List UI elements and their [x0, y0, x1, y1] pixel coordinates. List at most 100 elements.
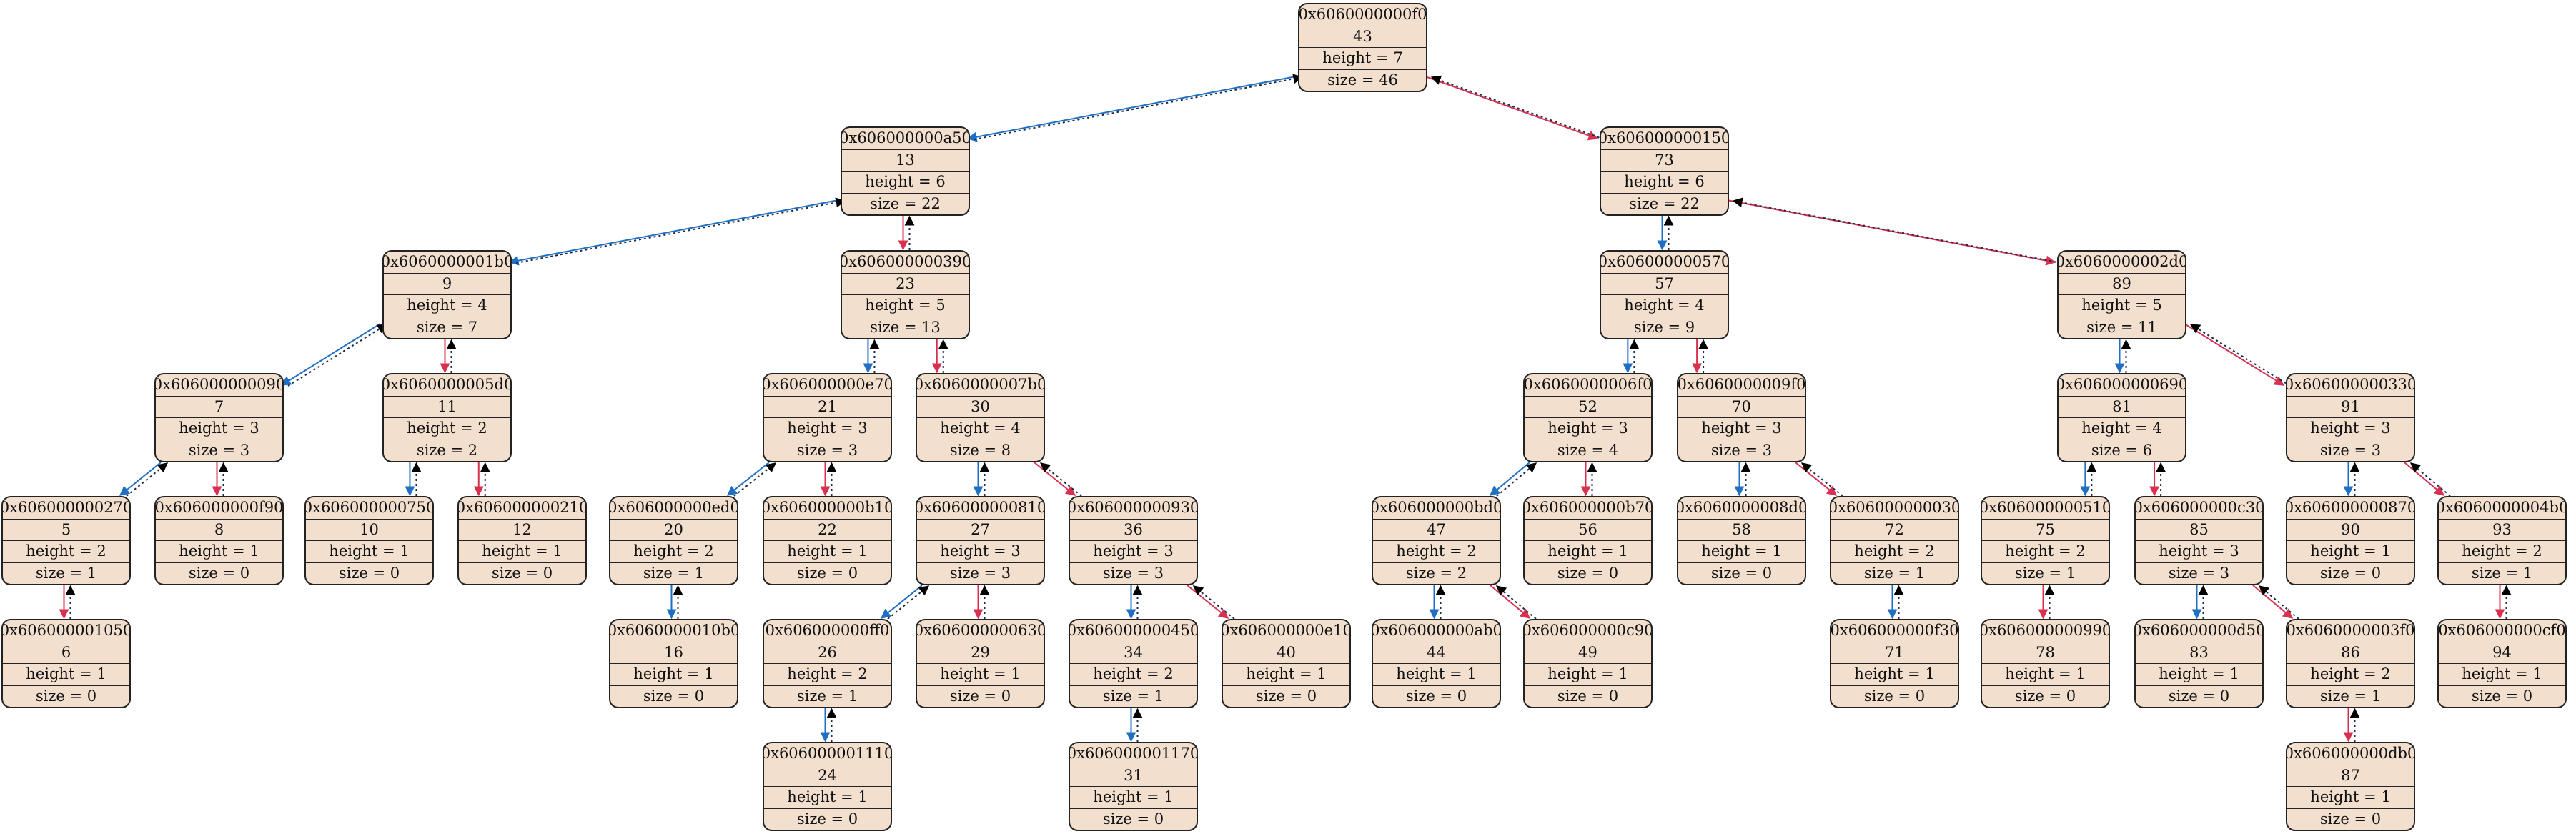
- node-height: height = 1: [1373, 663, 1500, 685]
- node-addr: 0x606000000ff0: [765, 622, 890, 640]
- parent-edge: [2258, 585, 2299, 620]
- node-key: 34: [1070, 641, 1197, 664]
- node-key: 72: [1831, 518, 1958, 541]
- node-addr: 0x606000000b70: [1523, 499, 1653, 517]
- node-addr: 0x606000000330: [2286, 376, 2415, 394]
- child-edge-right: [2184, 323, 2285, 386]
- node-addr: 0x606000000cf0: [2438, 622, 2566, 640]
- node-size: size = 22: [1601, 192, 1728, 215]
- node-addr: 0x606000000a50: [841, 129, 970, 147]
- node-key: 93: [2439, 518, 2565, 541]
- node-height: height = 2: [384, 417, 510, 440]
- node-height: height = 4: [1601, 294, 1728, 317]
- node-addr: 0x606000000510: [1981, 499, 2110, 517]
- node-key: 36: [1070, 518, 1197, 541]
- node-addr: 0x6060000001b0: [382, 253, 512, 271]
- node-addr: 0x606000000990: [1981, 622, 2110, 640]
- node-height: height = 2: [1982, 540, 2109, 562]
- node-height: height = 5: [842, 294, 969, 317]
- node-key: 11: [384, 395, 510, 418]
- node-key: 71: [1831, 641, 1958, 664]
- node-size: size = 0: [1678, 562, 1805, 585]
- node-key: 24: [764, 764, 891, 787]
- node-size: size = 1: [1982, 562, 2109, 585]
- node-size: size = 2: [384, 439, 510, 462]
- child-edge-left: [508, 199, 839, 266]
- node-height: height = 3: [156, 417, 282, 440]
- node-key: 10: [306, 518, 432, 541]
- node-height: height = 1: [1223, 663, 1349, 685]
- node-size: size = 1: [2287, 685, 2414, 708]
- node-addr: 0x6060000000f0: [1298, 6, 1427, 24]
- node-height: height = 1: [459, 540, 585, 562]
- node-addr: 0x606000000210: [457, 499, 587, 517]
- node-key: 31: [1070, 764, 1197, 787]
- node-height: height = 1: [1982, 663, 2109, 685]
- parent-edge: [1800, 462, 1843, 497]
- node-key: 57: [1601, 272, 1728, 295]
- node-addr: 0x606000000630: [916, 622, 1045, 640]
- node-height: height = 1: [917, 663, 1044, 685]
- node-size: size = 6: [2059, 439, 2185, 462]
- node-addr: 0x6060000003f0: [2286, 622, 2415, 640]
- node-height: height = 1: [2439, 663, 2565, 685]
- node-size: size = 0: [1831, 685, 1958, 708]
- node-addr: 0x606000001110: [763, 745, 892, 763]
- node-addr: 0x6060000008d0: [1677, 499, 1806, 517]
- node-key: 7: [156, 395, 282, 418]
- node-key: 78: [1982, 641, 2109, 664]
- child-edge-right: [2252, 585, 2294, 619]
- node-height: height = 1: [764, 786, 891, 808]
- node-addr: 0x606000000d50: [2134, 622, 2264, 640]
- node-size: size = 0: [1525, 562, 1651, 585]
- node-key: 85: [2136, 518, 2262, 541]
- node-addr: 0x6060000006f0: [1523, 376, 1653, 394]
- node-key: 8: [156, 518, 282, 541]
- node-addr: 0x606000000bd0: [1372, 499, 1501, 517]
- node-addr: 0x606000000f30: [1830, 622, 1959, 640]
- node-height: height = 6: [842, 171, 969, 193]
- node-height: height = 3: [1678, 417, 1805, 440]
- node-addr: 0x606000000e70: [763, 376, 892, 394]
- child-edge-right: [1187, 585, 1229, 619]
- node-key: 49: [1525, 641, 1651, 664]
- node-key: 89: [2059, 272, 2185, 295]
- node-addr: 0x606000001050: [1, 622, 131, 640]
- node-key: 91: [2287, 395, 2414, 418]
- parent-edge: [1192, 585, 1235, 620]
- node-key: 47: [1373, 518, 1500, 541]
- node-addr: 0x6060000007b0: [916, 376, 1045, 394]
- node-size: size = 7: [384, 316, 510, 339]
- node-key: 58: [1678, 518, 1805, 541]
- node-addr: 0x606000000b10: [763, 499, 892, 517]
- node-key: 75: [1982, 518, 2109, 541]
- node-size: size = 1: [1831, 562, 1958, 585]
- node-size: size = 0: [1982, 685, 2109, 708]
- node-height: height = 1: [1525, 540, 1651, 562]
- node-height: height = 3: [2136, 540, 2262, 562]
